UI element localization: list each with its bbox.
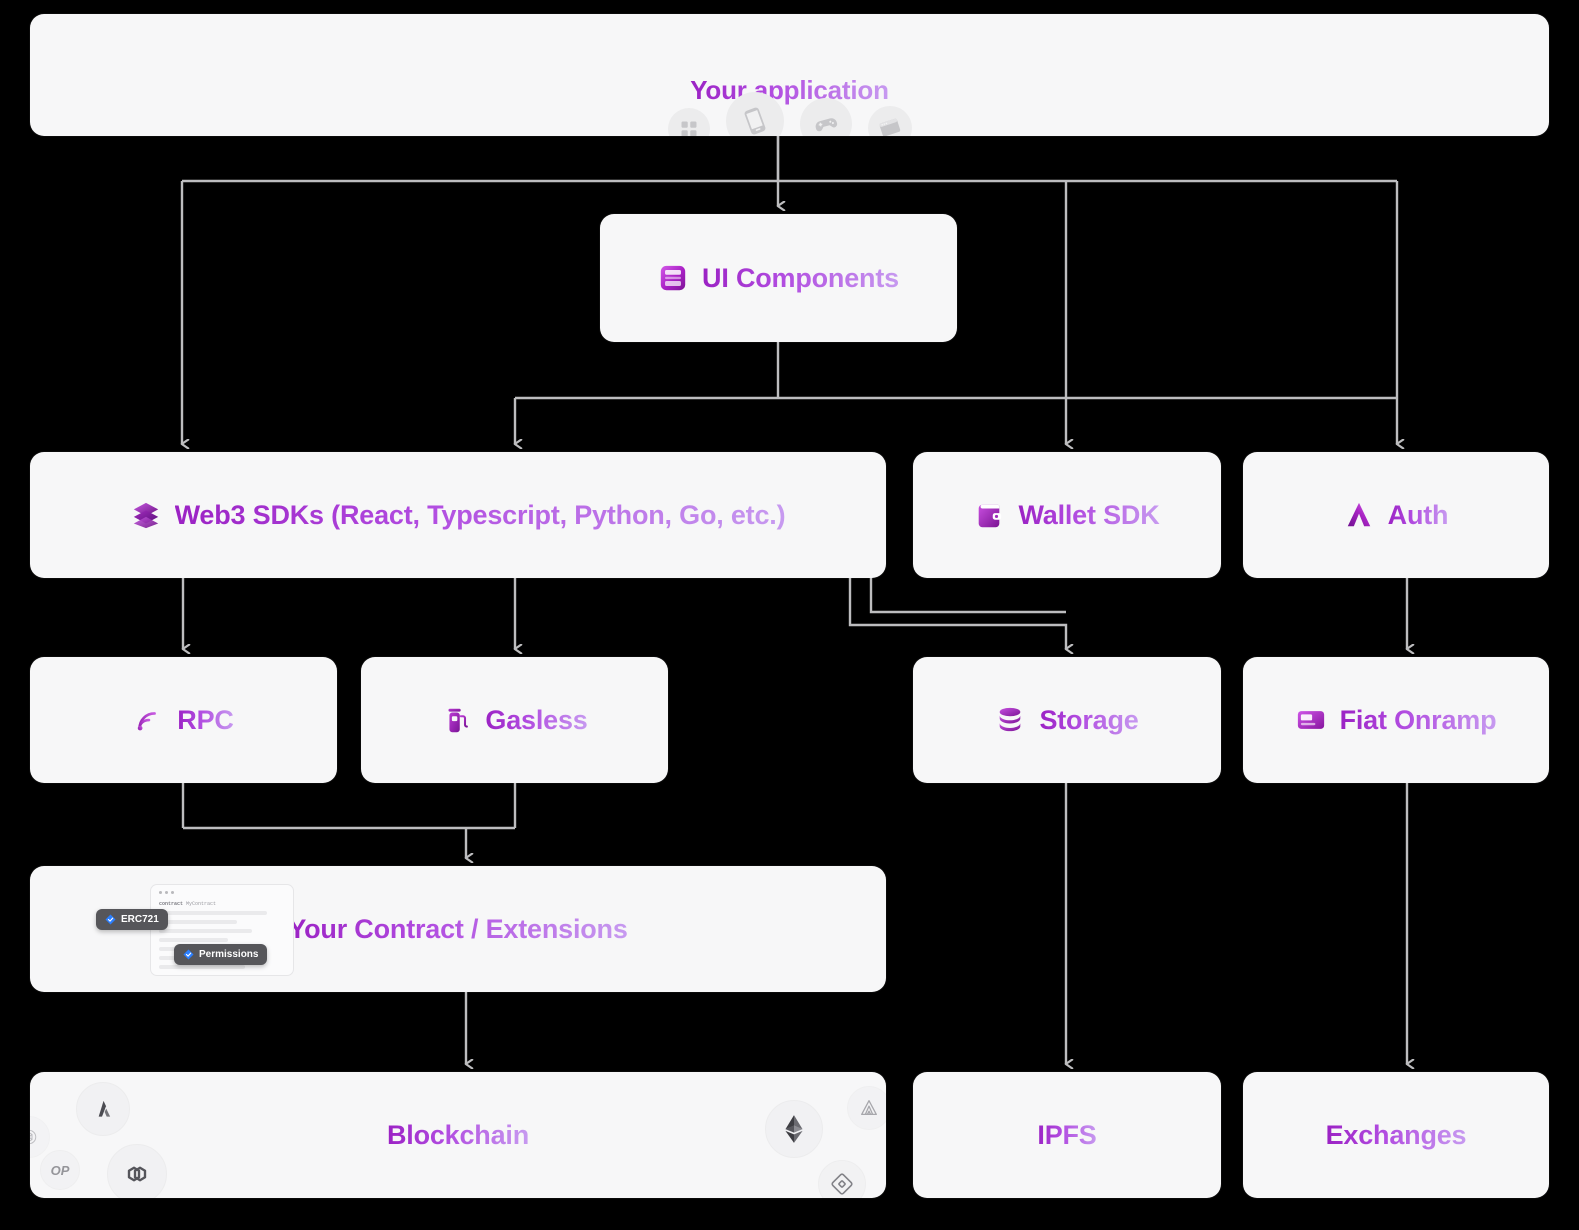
wire-wallet-to-storage [869, 578, 1066, 614]
badge-permissions[interactable]: Permissions [174, 944, 268, 965]
arbitrum-chain-icon [76, 1082, 130, 1136]
fantom-chain-icon [30, 1116, 50, 1158]
binance-chain-icon [818, 1160, 866, 1198]
node-blockchain[interactable]: OP Blockchain [30, 1072, 886, 1198]
node-ipfs[interactable]: IPFS [913, 1072, 1221, 1198]
badge-erc721-label: ERC721 [121, 914, 159, 925]
mobile-phone-icon [725, 92, 784, 136]
diamond-badge-icon [183, 949, 194, 960]
layers-stack-icon [133, 502, 158, 529]
badge-permissions-label: Permissions [199, 949, 259, 960]
gasless-label: Gasless [485, 704, 588, 735]
window-dots-icon [159, 891, 174, 894]
node-rpc[interactable]: RPC [30, 657, 337, 783]
wallet-sdk-label: Wallet SDK [1018, 499, 1160, 530]
exchanges-label: Exchanges [1325, 1119, 1467, 1150]
wire-web3-to-storage [848, 578, 1066, 649]
ui-components-icon [660, 265, 686, 291]
credit-card-icon [1297, 711, 1324, 729]
optimism-chain-icon: OP [40, 1150, 80, 1190]
node-storage[interactable]: Storage [913, 657, 1221, 783]
rpc-label: RPC [177, 704, 234, 735]
polygon-chain-icon [107, 1144, 167, 1198]
database-stack-icon [1000, 707, 1021, 732]
node-gasless[interactable]: Gasless [361, 657, 668, 783]
your-contract-label: Your Contract / Extensions [288, 913, 628, 944]
node-ui-components[interactable]: UI Components [600, 214, 957, 342]
code-contract-name: MyContract [186, 901, 217, 907]
node-exchanges[interactable]: Exchanges [1243, 1072, 1549, 1198]
platform-icon-row [30, 92, 1549, 136]
avalanche-chain-icon [847, 1086, 886, 1130]
your-application-label: Your application [690, 74, 889, 105]
contract-illustration: contract MyContract ERC721 [96, 882, 326, 978]
node-your-application[interactable]: Your application [30, 14, 1549, 136]
node-wallet-sdk[interactable]: Wallet SDK [913, 452, 1221, 578]
diamond-badge-icon [105, 914, 116, 925]
blockchain-label: Blockchain [386, 1119, 530, 1150]
game-controller-icon [799, 98, 852, 136]
node-web3-sdks[interactable]: Web3 SDKs (React, Typescript, Python, Go… [30, 452, 886, 578]
storage-label: Storage [1039, 704, 1139, 735]
code-keyword: contract [159, 901, 184, 907]
ethereum-chain-icon [765, 1100, 823, 1158]
fiat-onramp-label: Fiat Onramp [1339, 704, 1497, 735]
signal-rss-icon [138, 712, 157, 731]
ui-components-label: UI Components [702, 262, 899, 293]
code-snippet: contract MyContract [159, 901, 216, 907]
gas-pump-icon [448, 708, 469, 733]
node-fiat-onramp[interactable]: Fiat Onramp [1243, 657, 1549, 783]
node-auth[interactable]: Auth [1243, 452, 1549, 578]
badge-erc721[interactable]: ERC721 [96, 909, 168, 930]
desktop-window-icon [867, 106, 912, 136]
wallet-icon [979, 504, 1002, 528]
ipfs-label: IPFS [1037, 1119, 1097, 1150]
auth-chevron-icon [1347, 502, 1370, 527]
node-your-contract[interactable]: contract MyContract ERC721 [30, 866, 886, 992]
web3-sdks-label: Web3 SDKs (React, Typescript, Python, Go… [174, 499, 786, 530]
auth-label: Auth [1387, 499, 1449, 530]
apps-grid-icon [667, 108, 710, 136]
